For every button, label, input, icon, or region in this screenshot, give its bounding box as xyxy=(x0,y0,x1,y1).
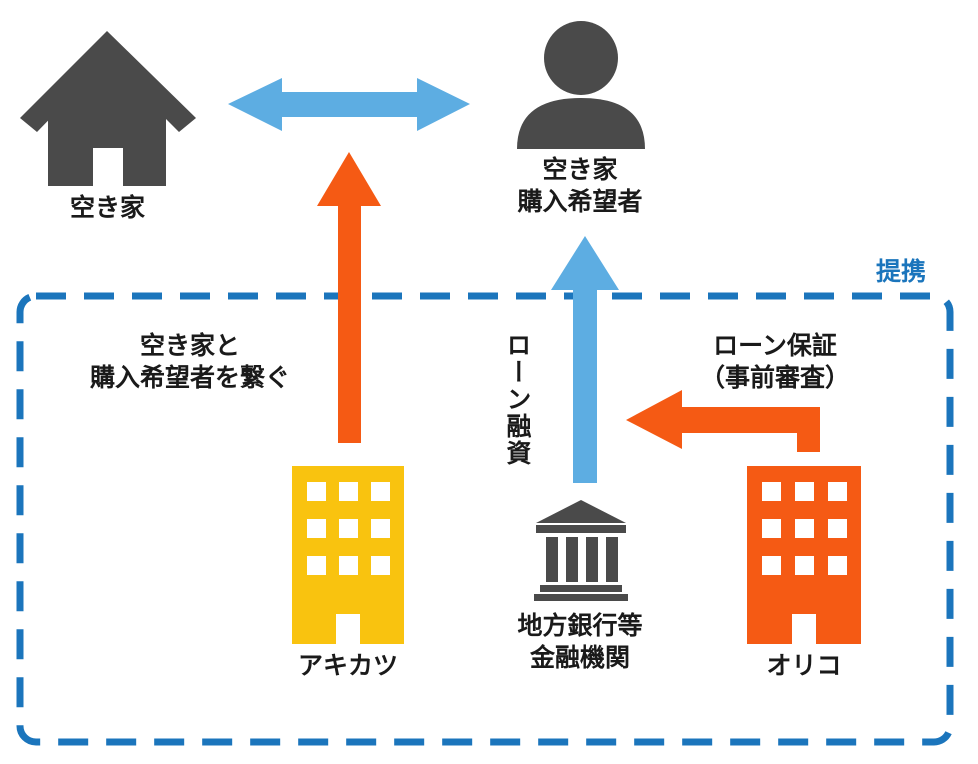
guarantee-arrow xyxy=(626,390,820,452)
bank-label-line1: 地方銀行等 xyxy=(517,611,643,640)
buyer-label-line2: 購入希望者 xyxy=(517,187,643,216)
connect-label: 空き家と 購入希望者を繋ぐ xyxy=(55,330,325,394)
loan-arrow xyxy=(551,236,619,483)
double-arrow xyxy=(228,78,470,131)
loan-label: ローン融資 xyxy=(503,332,532,467)
akikatsu-building-icon xyxy=(292,466,404,644)
connect-label-line1: 空き家と xyxy=(139,331,240,360)
akikatsu-label: アキカツ xyxy=(297,651,398,680)
buyer-label-line1: 空き家 xyxy=(542,155,618,184)
orico-label: オリコ xyxy=(766,651,842,680)
guarantee-label-line2: （事前審査） xyxy=(699,363,850,392)
vacant-house-label: 空き家 xyxy=(69,193,145,222)
orico-building-icon xyxy=(747,466,861,644)
guarantee-label-line1: ローン保証 xyxy=(713,331,837,360)
connect-label-line2: 購入希望者を繋ぐ xyxy=(89,363,290,392)
bank-icon xyxy=(534,500,628,601)
person-icon xyxy=(517,21,645,149)
house-icon xyxy=(20,31,196,186)
bank-label: 地方銀行等 金融機関 xyxy=(490,610,670,674)
connect-arrow xyxy=(317,152,381,443)
bank-label-line2: 金融機関 xyxy=(529,643,630,672)
partnership-label: 提携 xyxy=(876,257,927,286)
buyer-label: 空き家 購入希望者 xyxy=(495,154,665,218)
guarantee-label: ローン保証 （事前審査） xyxy=(685,330,865,394)
partnership-frame xyxy=(16,292,954,746)
